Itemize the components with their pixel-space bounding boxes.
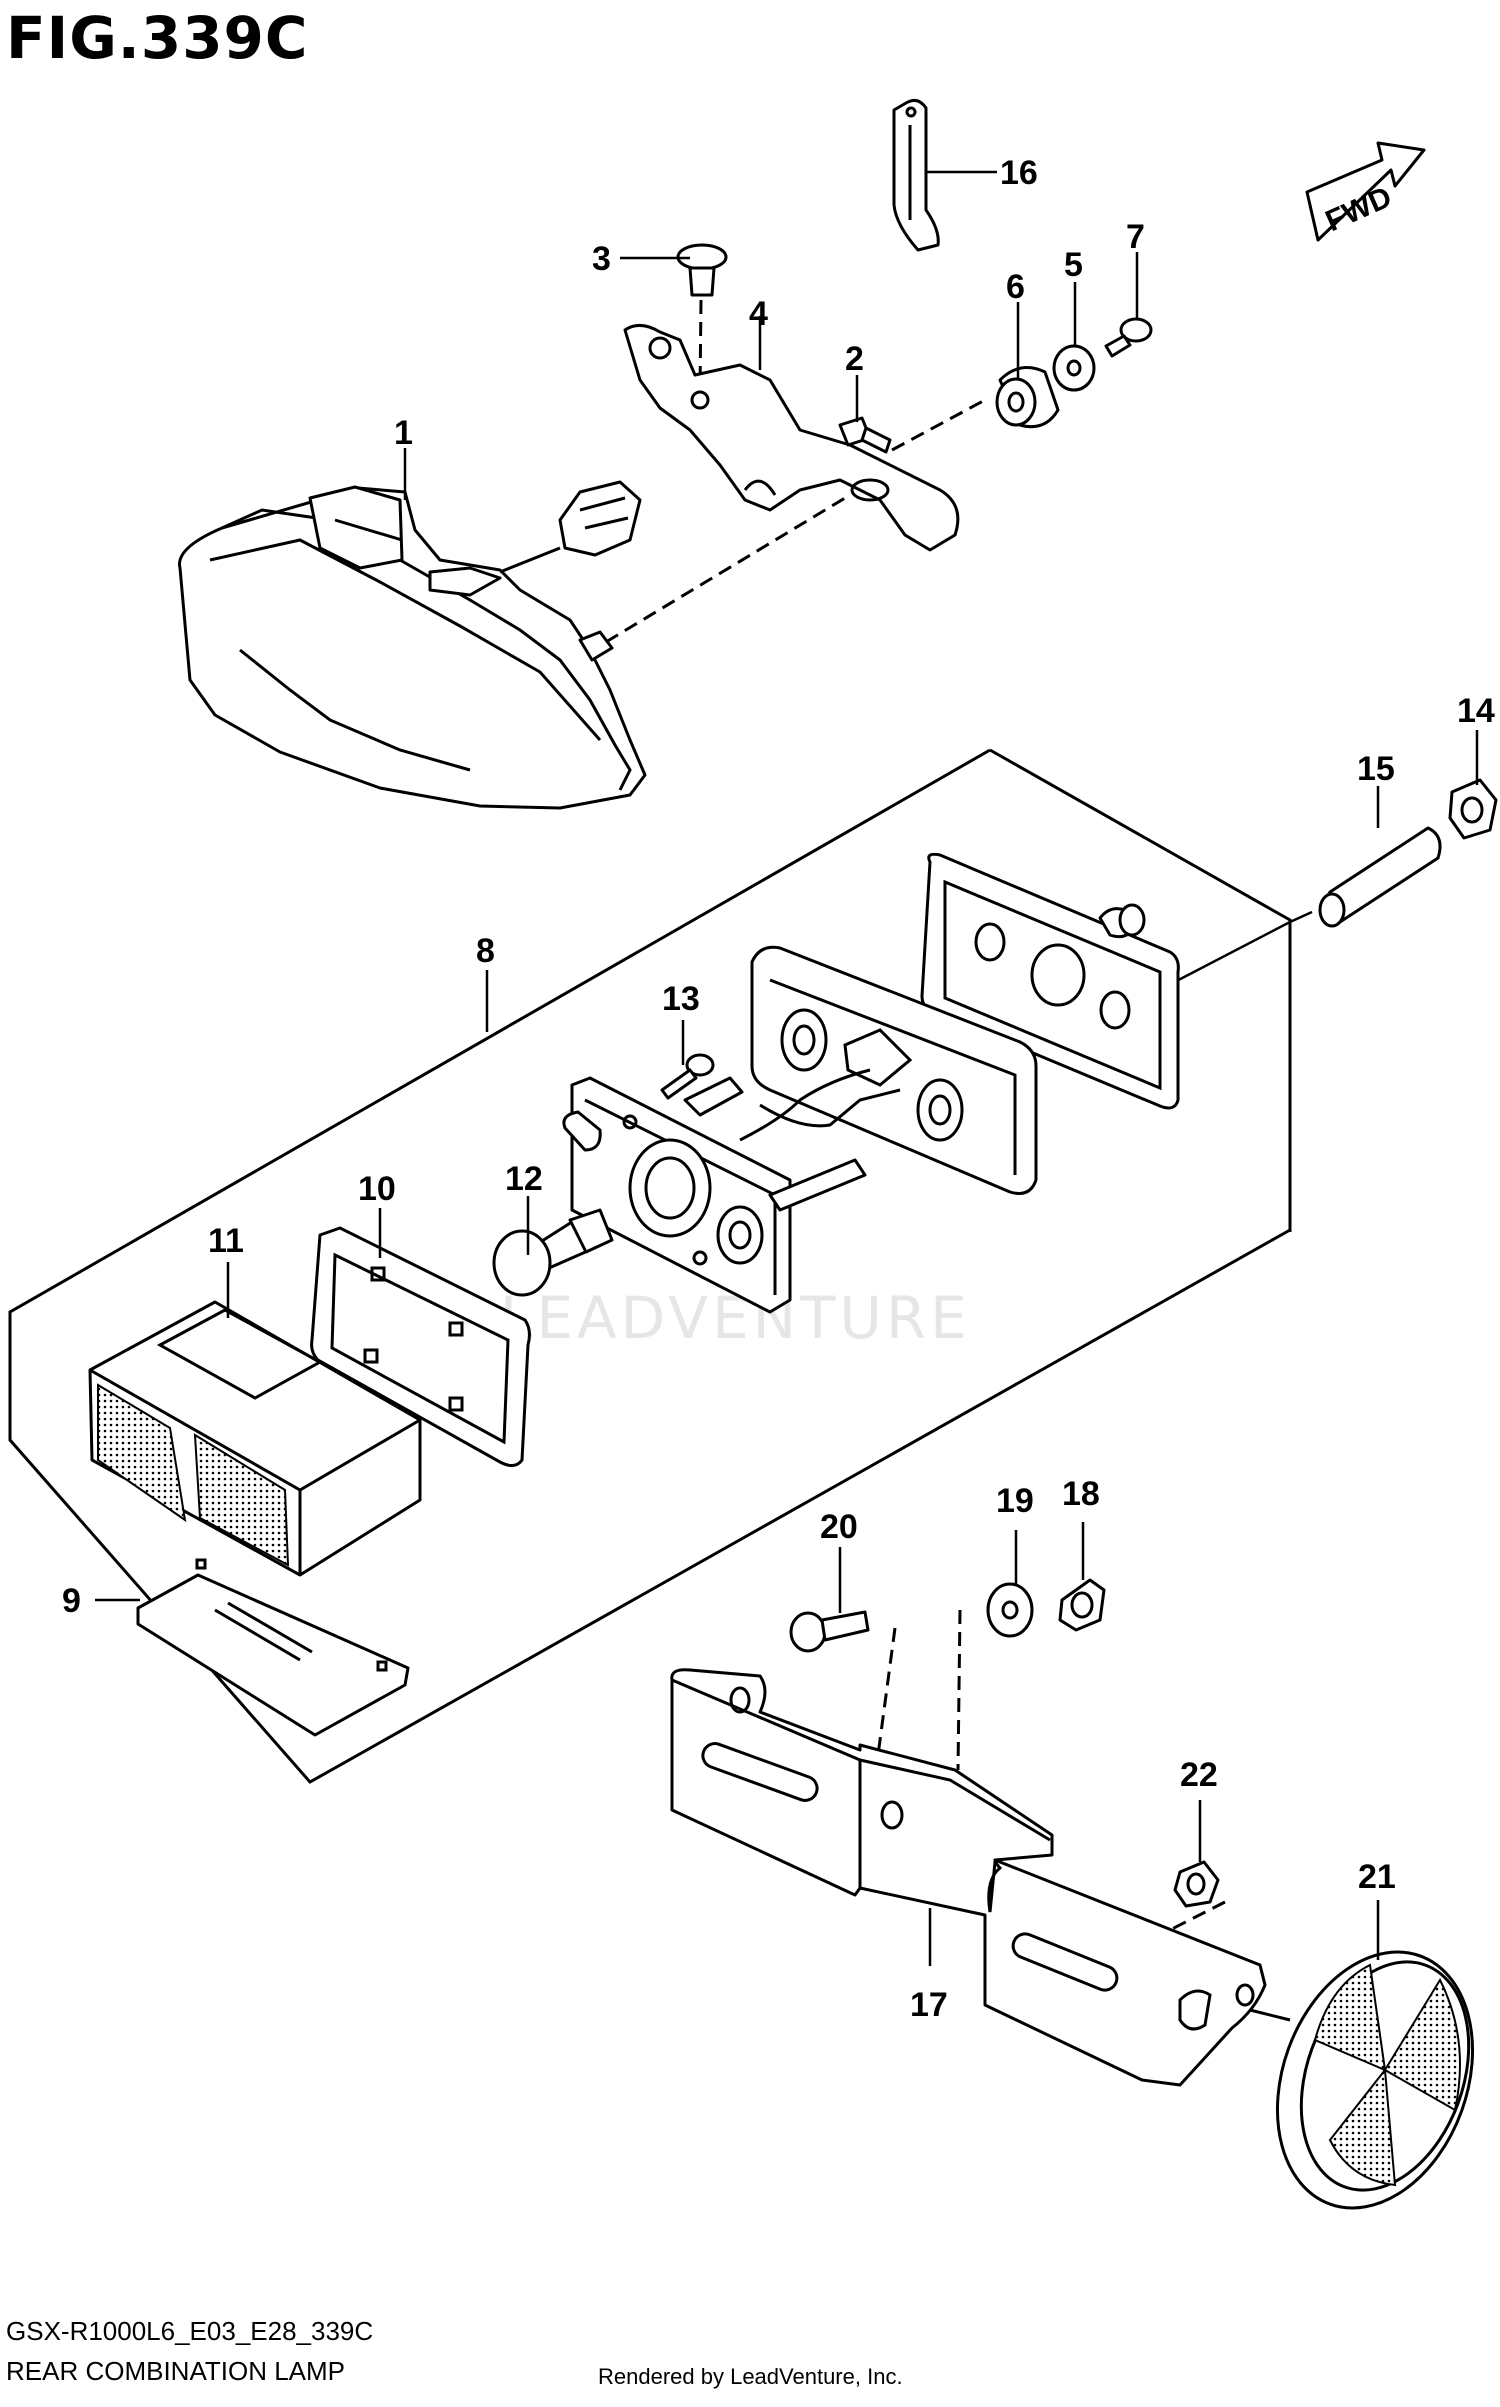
callout-4: 4 [749, 295, 768, 333]
callout-6: 6 [1006, 268, 1025, 306]
part-1-tail-lamp [178, 480, 851, 810]
callout-8: 8 [476, 932, 495, 970]
callout-9: 9 [62, 1582, 81, 1620]
callout-13: 13 [662, 980, 700, 1018]
inner-housing [750, 945, 1038, 1195]
figure-title: FIG.339C [6, 4, 309, 72]
callout-21: 21 [1358, 1858, 1396, 1896]
callout-14: 14 [1457, 692, 1495, 730]
callout-18: 18 [1062, 1475, 1100, 1513]
callout-11: 11 [208, 1222, 244, 1260]
part-21-round-reflector [1249, 1950, 1475, 2210]
part-18-nut [1058, 1578, 1106, 1632]
callout-20: 20 [820, 1508, 858, 1546]
part-4-bracket [623, 324, 960, 552]
part-20-bolt [789, 1610, 897, 1816]
leader-lines [95, 170, 1479, 1966]
figure-name: REAR COMBINATION LAMP [6, 2356, 346, 2386]
callout-7: 7 [1126, 218, 1145, 256]
forward-arrow-icon: FWD [1305, 141, 1426, 242]
callout-16: 16 [1000, 154, 1038, 192]
part-7-screw [1104, 317, 1153, 358]
callout-2: 2 [845, 340, 864, 378]
part-17-bracket [670, 1668, 1267, 2087]
rendered-by: Rendered by LeadVenture, Inc. [598, 2364, 903, 2389]
callout-15: 15 [1357, 750, 1395, 788]
callout-19: 19 [996, 1482, 1034, 1520]
callout-labels: 1 2 3 4 5 6 7 8 9 10 11 12 13 14 15 16 1… [62, 154, 1495, 2024]
socket-plate [562, 1068, 871, 1314]
part-19-washer [956, 1582, 1034, 1771]
callout-3: 3 [592, 240, 611, 278]
part-9-reflector-strip [136, 1558, 410, 1737]
callout-17: 17 [910, 1986, 948, 2024]
part-6-grommet [995, 366, 1060, 429]
part-10-gasket [310, 1226, 531, 1467]
callout-1: 1 [394, 414, 413, 452]
part-16-strap [892, 98, 940, 252]
part-12-bulb [492, 1208, 614, 1297]
part-5-washer [1052, 344, 1096, 392]
part-15-sleeve [1289, 826, 1442, 928]
part-22-nut [1169, 1860, 1226, 1932]
part-13-screw [660, 1053, 715, 1100]
callout-12: 12 [505, 1160, 543, 1198]
part-2-bolt [838, 398, 986, 454]
callout-22: 22 [1180, 1756, 1218, 1794]
figure-code: GSX-R1000L6_E03_E28_339C [6, 2316, 374, 2346]
callout-10: 10 [358, 1170, 396, 1208]
part-14-nut [1448, 778, 1498, 840]
part-11-lens [88, 1300, 422, 1577]
watermark: LEADVENTURE [500, 1284, 971, 1352]
callout-5: 5 [1064, 246, 1083, 284]
